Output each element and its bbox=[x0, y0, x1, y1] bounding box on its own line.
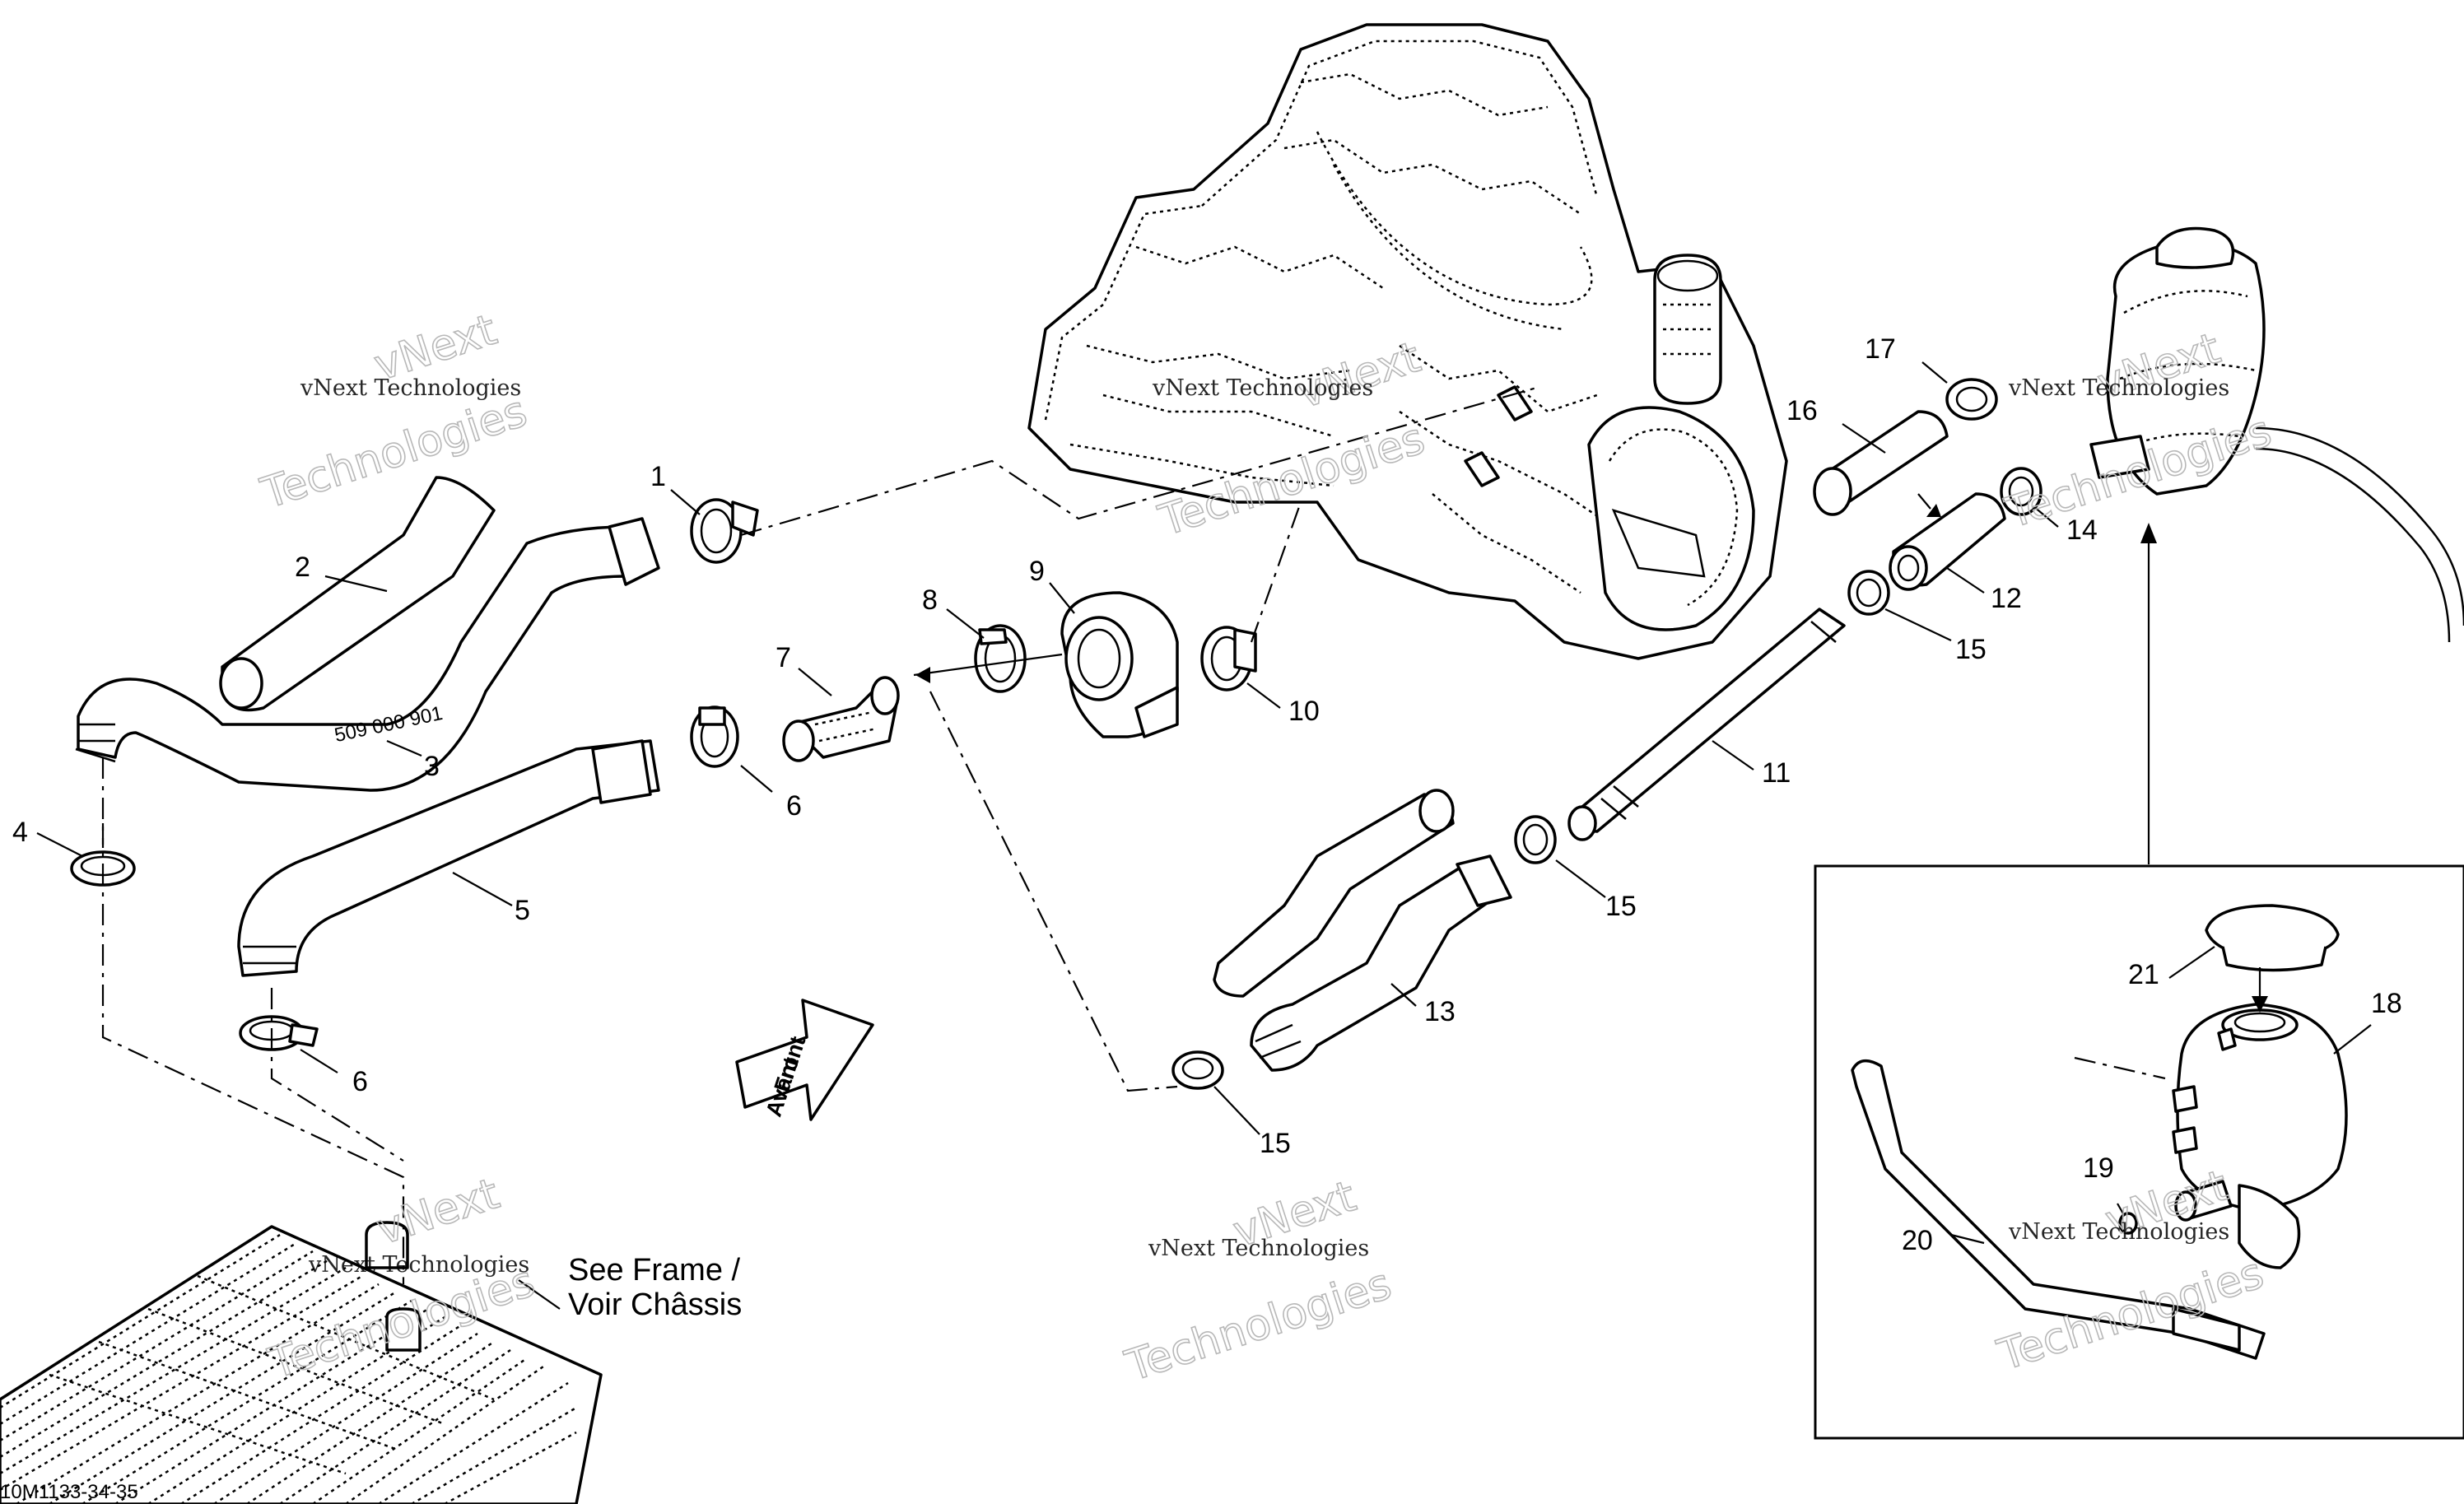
inlet-hose-end bbox=[243, 945, 296, 965]
svg-text:Technologies: Technologies bbox=[1992, 1249, 2270, 1381]
radiator-core bbox=[0, 1221, 603, 1504]
clamp-reservoir bbox=[2000, 467, 2042, 516]
see-frame-note-en: See Frame / bbox=[568, 1253, 741, 1287]
callout-11: 11 bbox=[1762, 757, 1791, 789]
elbow-hose bbox=[1060, 591, 1179, 738]
callout-6b: 6 bbox=[352, 1066, 368, 1097]
hose-sleeve-middle-end bbox=[1418, 789, 1455, 833]
reservoir-detail-inset bbox=[1814, 864, 2464, 1440]
callout-10: 10 bbox=[1288, 696, 1320, 727]
callout-5: 5 bbox=[515, 895, 530, 926]
hose-clamp bbox=[690, 498, 759, 564]
callout-4: 4 bbox=[12, 817, 28, 848]
watermark-1: vNext Technologies vNext Technologies bbox=[254, 305, 533, 519]
svg-text:vNext Technologies: vNext Technologies bbox=[1148, 1236, 1369, 1261]
small-clamp bbox=[2117, 1203, 2138, 1235]
callout-21: 21 bbox=[2128, 959, 2159, 990]
callout-1: 1 bbox=[650, 461, 666, 492]
short-hose bbox=[1889, 492, 2006, 591]
svg-text:vNext: vNext bbox=[371, 1169, 505, 1255]
see-frame-note-fr: Voir Châssis bbox=[568, 1287, 742, 1322]
overflow-hose-fitting bbox=[2172, 1307, 2241, 1352]
hose-clamp-elbow bbox=[974, 624, 1027, 693]
callout-3: 3 bbox=[424, 751, 440, 782]
hose-clamp-lower bbox=[239, 1015, 319, 1051]
drawing-code: 10M1133-34-35 bbox=[0, 1481, 138, 1503]
callout-15a: 15 bbox=[1955, 634, 1987, 665]
clamp-17 bbox=[1945, 378, 1998, 421]
outlet-hose-collar bbox=[608, 517, 660, 586]
callout-14: 14 bbox=[2066, 515, 2098, 546]
callout-2: 2 bbox=[295, 552, 310, 583]
svg-text:vNext Technologies: vNext Technologies bbox=[2008, 375, 2229, 401]
svg-text:vNext Technologies: vNext Technologies bbox=[1152, 375, 1373, 401]
callout-20: 20 bbox=[1902, 1225, 1933, 1256]
svg-text:Technologies: Technologies bbox=[1120, 1260, 1397, 1392]
hose-clamp-inlet bbox=[690, 705, 739, 768]
inlet-hose bbox=[237, 739, 660, 977]
callout-15c: 15 bbox=[1260, 1128, 1291, 1159]
callout-leaders bbox=[36, 361, 2372, 1310]
outlet-hose-end bbox=[75, 723, 116, 763]
inlet-hose-collar bbox=[591, 739, 652, 804]
svg-text:vNext Technologies: vNext Technologies bbox=[308, 1252, 529, 1278]
watermark-5: vNext Technologies vNext Technologies bbox=[1119, 1171, 1398, 1393]
clamp-13 bbox=[1171, 1050, 1224, 1090]
svg-text:vNext Technologies: vNext Technologies bbox=[2008, 1219, 2229, 1245]
clamp-12 bbox=[1847, 570, 1890, 616]
callout-12: 12 bbox=[1991, 583, 2022, 614]
callout-17: 17 bbox=[1865, 333, 1896, 365]
callout-19: 19 bbox=[2083, 1152, 2114, 1184]
callout-8: 9 bbox=[1029, 556, 1045, 587]
callout-6a: 6 bbox=[786, 790, 802, 822]
hose-clamp-engine bbox=[1200, 626, 1257, 691]
callout-16: 16 bbox=[1786, 395, 1818, 426]
inset-pointer-arrow bbox=[2140, 523, 2157, 864]
callout-numbers: 1 2 3 4 5 6 6 7 9 8 10 11 12 13 14 15 15… bbox=[12, 333, 2402, 1256]
front-direction-arrow: Front Avant bbox=[735, 999, 874, 1121]
callout-13: 13 bbox=[1424, 996, 1456, 1027]
y-fitting bbox=[782, 676, 900, 762]
outlet-hose bbox=[77, 525, 627, 792]
lower-hose-collar bbox=[1456, 854, 1512, 907]
protective-sleeve bbox=[1813, 410, 1949, 517]
svg-text:vNext Technologies: vNext Technologies bbox=[300, 375, 521, 401]
reservoir-cap bbox=[2205, 904, 2340, 1013]
callout-7: 7 bbox=[776, 642, 791, 673]
callout-18: 18 bbox=[2371, 988, 2402, 1019]
clamp-11 bbox=[1514, 815, 1557, 864]
callout-9: 8 bbox=[922, 584, 938, 616]
assembly-center-lines bbox=[101, 385, 2166, 1284]
long-pipe bbox=[1567, 608, 1846, 841]
svg-text:Technologies: Technologies bbox=[255, 387, 533, 519]
engine-assembly bbox=[1027, 23, 1788, 660]
coolant-reservoir bbox=[2172, 1003, 2348, 1269]
lower-hose-end bbox=[1255, 1023, 1302, 1059]
coolant-reservoir-installed bbox=[2089, 226, 2464, 643]
hose-sleeve-upper-end bbox=[219, 657, 263, 710]
callout-15b: 15 bbox=[1605, 891, 1637, 922]
